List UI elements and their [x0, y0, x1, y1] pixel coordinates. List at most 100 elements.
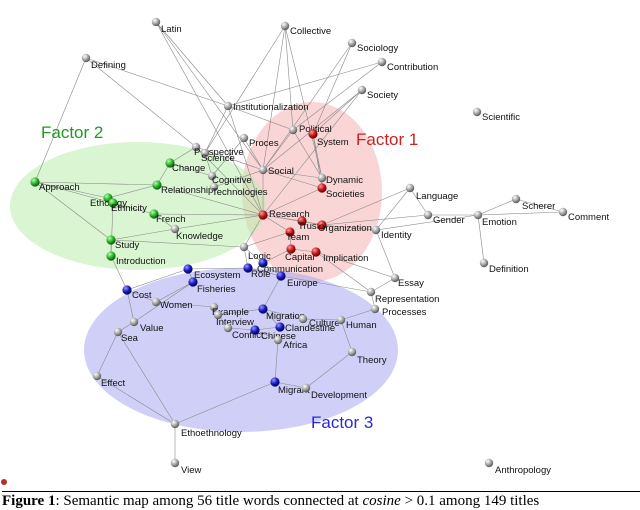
node-relationship: Relationship	[152, 180, 213, 196]
edge-human-theory	[340, 319, 353, 353]
node-processes: Processes	[370, 304, 427, 318]
edge-social-dynamic	[262, 169, 323, 179]
edge-contribution-institutionalization	[227, 61, 383, 107]
node-marker-view	[170, 458, 180, 468]
node-marker-science	[200, 148, 210, 158]
node-label-perspective: Perspective	[194, 147, 244, 158]
node-marker-processes	[370, 304, 380, 314]
edge-migrant-ethoethnology	[174, 381, 276, 425]
node-science: Science	[200, 148, 235, 164]
node-label-clandestine: Clandestine	[285, 323, 335, 334]
node-label-cognitive: Cognitive	[212, 175, 252, 186]
edge-implication-essay	[315, 251, 396, 279]
corner-marker	[1, 479, 7, 485]
node-value: Value	[129, 317, 164, 334]
edge-sea-effect	[96, 331, 119, 377]
node-definition: Definition	[479, 258, 529, 275]
node-marker-knowledge	[170, 224, 180, 234]
edge-value-fisheries	[133, 281, 194, 323]
edge-capital-communication	[262, 248, 292, 264]
node-change: Change	[165, 158, 205, 174]
edge-cost-value	[126, 289, 135, 323]
edge-relationship-research	[156, 184, 264, 216]
edge-research-societies	[262, 187, 323, 216]
factor-label-3: Factor 3	[311, 413, 373, 432]
edge-scherer-comment	[515, 198, 564, 213]
node-marker-political	[288, 125, 298, 135]
edge-collective-political	[284, 25, 294, 131]
node-marker-proces	[239, 133, 249, 143]
node-label-sea: Sea	[121, 333, 139, 344]
node-marker-system	[308, 129, 318, 139]
node-marker-migrant	[270, 377, 280, 387]
node-marker-example	[209, 302, 219, 312]
edge-identity-emotion	[375, 214, 479, 231]
node-political: Political	[288, 124, 332, 135]
caption-text-after: > 0.1 among 149 titles	[400, 493, 540, 509]
edge-ethnicity-french	[112, 202, 155, 215]
factor-region-2	[10, 142, 266, 270]
edge-french-research	[153, 213, 264, 216]
node-marker-institutionalization	[223, 101, 233, 111]
node-knowledge: Knowledge	[170, 224, 223, 242]
node-label-political: Political	[299, 124, 332, 135]
factor-region-1	[242, 102, 382, 282]
edge-fisheries-women	[155, 281, 194, 303]
node-migration: Migration	[258, 304, 305, 322]
node-marker-ecosystem	[183, 264, 193, 274]
node-label-technologies: Technologies	[212, 187, 268, 198]
node-label-anthropology: Anthropology	[495, 465, 551, 476]
node-sociology: Sociology	[347, 38, 398, 54]
edge-team-logic	[243, 231, 291, 248]
edge-social-technologies	[213, 169, 264, 188]
edge-effect-ethoethnology	[96, 375, 176, 425]
node-scherer: Scherer	[511, 194, 555, 212]
caption-term: cosine	[362, 493, 401, 509]
factor-label-2: Factor 2	[41, 123, 103, 142]
edge-women-example	[155, 301, 215, 308]
node-label-fisheries: Fisheries	[197, 284, 236, 295]
edge-latin-institutionalization	[155, 21, 229, 107]
node-cognitive: Cognitive	[207, 171, 252, 186]
node-marker-perspective	[191, 142, 201, 152]
node-clandestine: Clandestine	[275, 322, 335, 334]
edge-essay-representation	[370, 277, 396, 293]
node-marker-essay	[390, 273, 400, 283]
edge-institutionalization-science	[204, 105, 229, 154]
node-system: System	[308, 129, 349, 148]
node-label-effect: Effect	[101, 378, 125, 389]
node-marker-french	[149, 209, 159, 219]
node-marker-ethoethnology	[170, 419, 180, 429]
node-contribution: Contribution	[377, 57, 438, 73]
node-marker-society	[357, 85, 367, 95]
node-marker-contribution	[377, 57, 387, 67]
node-effect: Effect	[92, 371, 125, 389]
edge-emotion-scherer	[477, 198, 517, 216]
node-label-ethoethnology: Ethoethnology	[181, 428, 242, 439]
edge-collective-social	[262, 25, 286, 171]
edge-society-system	[312, 89, 363, 135]
node-cost: Cost	[122, 285, 152, 301]
semantic-map: LatinDefiningCollectiveSociologyContribu…	[10, 17, 610, 476]
node-label-view: View	[181, 465, 202, 476]
node-introduction: Introduction	[106, 251, 166, 267]
node-development: Development	[301, 383, 367, 401]
edge-research-logic	[243, 214, 264, 248]
node-communication: Communication	[257, 258, 323, 275]
node-marker-representation	[366, 287, 376, 297]
node-label-cost: Cost	[132, 290, 152, 301]
edge-ethoethnology-sea	[117, 331, 176, 425]
node-africa: Africa	[273, 335, 308, 351]
edge-culture-human	[302, 318, 342, 321]
node-marker-scherer	[511, 194, 521, 204]
node-defining: Defining	[81, 53, 126, 71]
node-europe: Europe	[276, 271, 318, 289]
edge-emotion-definition	[477, 214, 485, 264]
edge-knowledge-research	[174, 214, 264, 230]
edge-interview-migration	[217, 308, 264, 316]
node-label-study: Study	[115, 240, 140, 251]
node-label-social: Social	[268, 166, 294, 177]
edge-proces-social	[243, 137, 264, 171]
edge-contribution-political	[292, 61, 383, 131]
node-representation: Representation	[366, 287, 439, 305]
